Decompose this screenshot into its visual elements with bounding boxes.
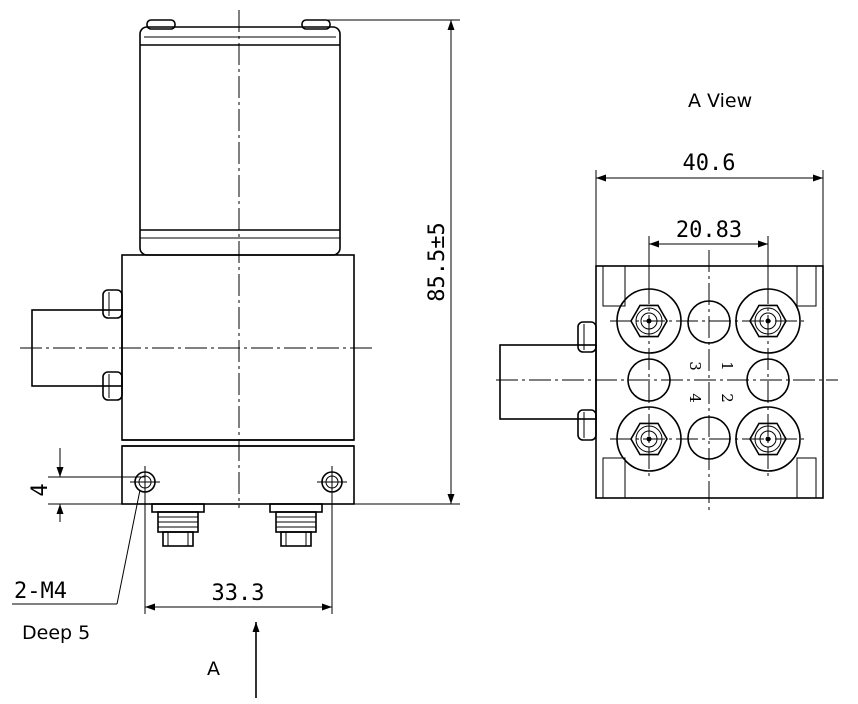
side-screw-lower	[102, 371, 123, 401]
actuator-housing	[139, 26, 341, 256]
top-screw-right	[301, 19, 331, 30]
dimension-hole-offset-label: 4	[28, 483, 53, 496]
dimension-hole-spacing-label: 33.3	[212, 581, 265, 606]
dimension-width-label: 40.6	[683, 151, 736, 176]
a-view-title: A View	[688, 90, 752, 112]
bottom-connector-right	[269, 503, 323, 547]
base-plate	[121, 445, 355, 505]
thread-callout: 2-M4	[14, 579, 67, 604]
bottom-connector-left	[151, 503, 205, 547]
side-screw-upper	[102, 289, 123, 319]
top-screw-left	[146, 19, 176, 30]
port-number-2: 2	[718, 393, 736, 403]
port-number-4: 4	[686, 393, 704, 403]
dimension-height-label: 85.5±5	[425, 222, 450, 301]
front-dimensions: 85.5±5 4 2-M4 Deep 5 33.3 A	[12, 19, 460, 698]
depth-callout: Deep 5	[22, 622, 90, 644]
front-view	[20, 10, 372, 547]
dimension-connector-spacing-label: 20.83	[676, 218, 742, 243]
view-arrow-label: A	[207, 658, 220, 680]
port-number-3: 3	[686, 361, 704, 371]
port-number-1: 1	[718, 361, 736, 371]
a-view-side-connector	[499, 344, 597, 420]
a-view: A View 40.6 20.83	[496, 90, 838, 510]
